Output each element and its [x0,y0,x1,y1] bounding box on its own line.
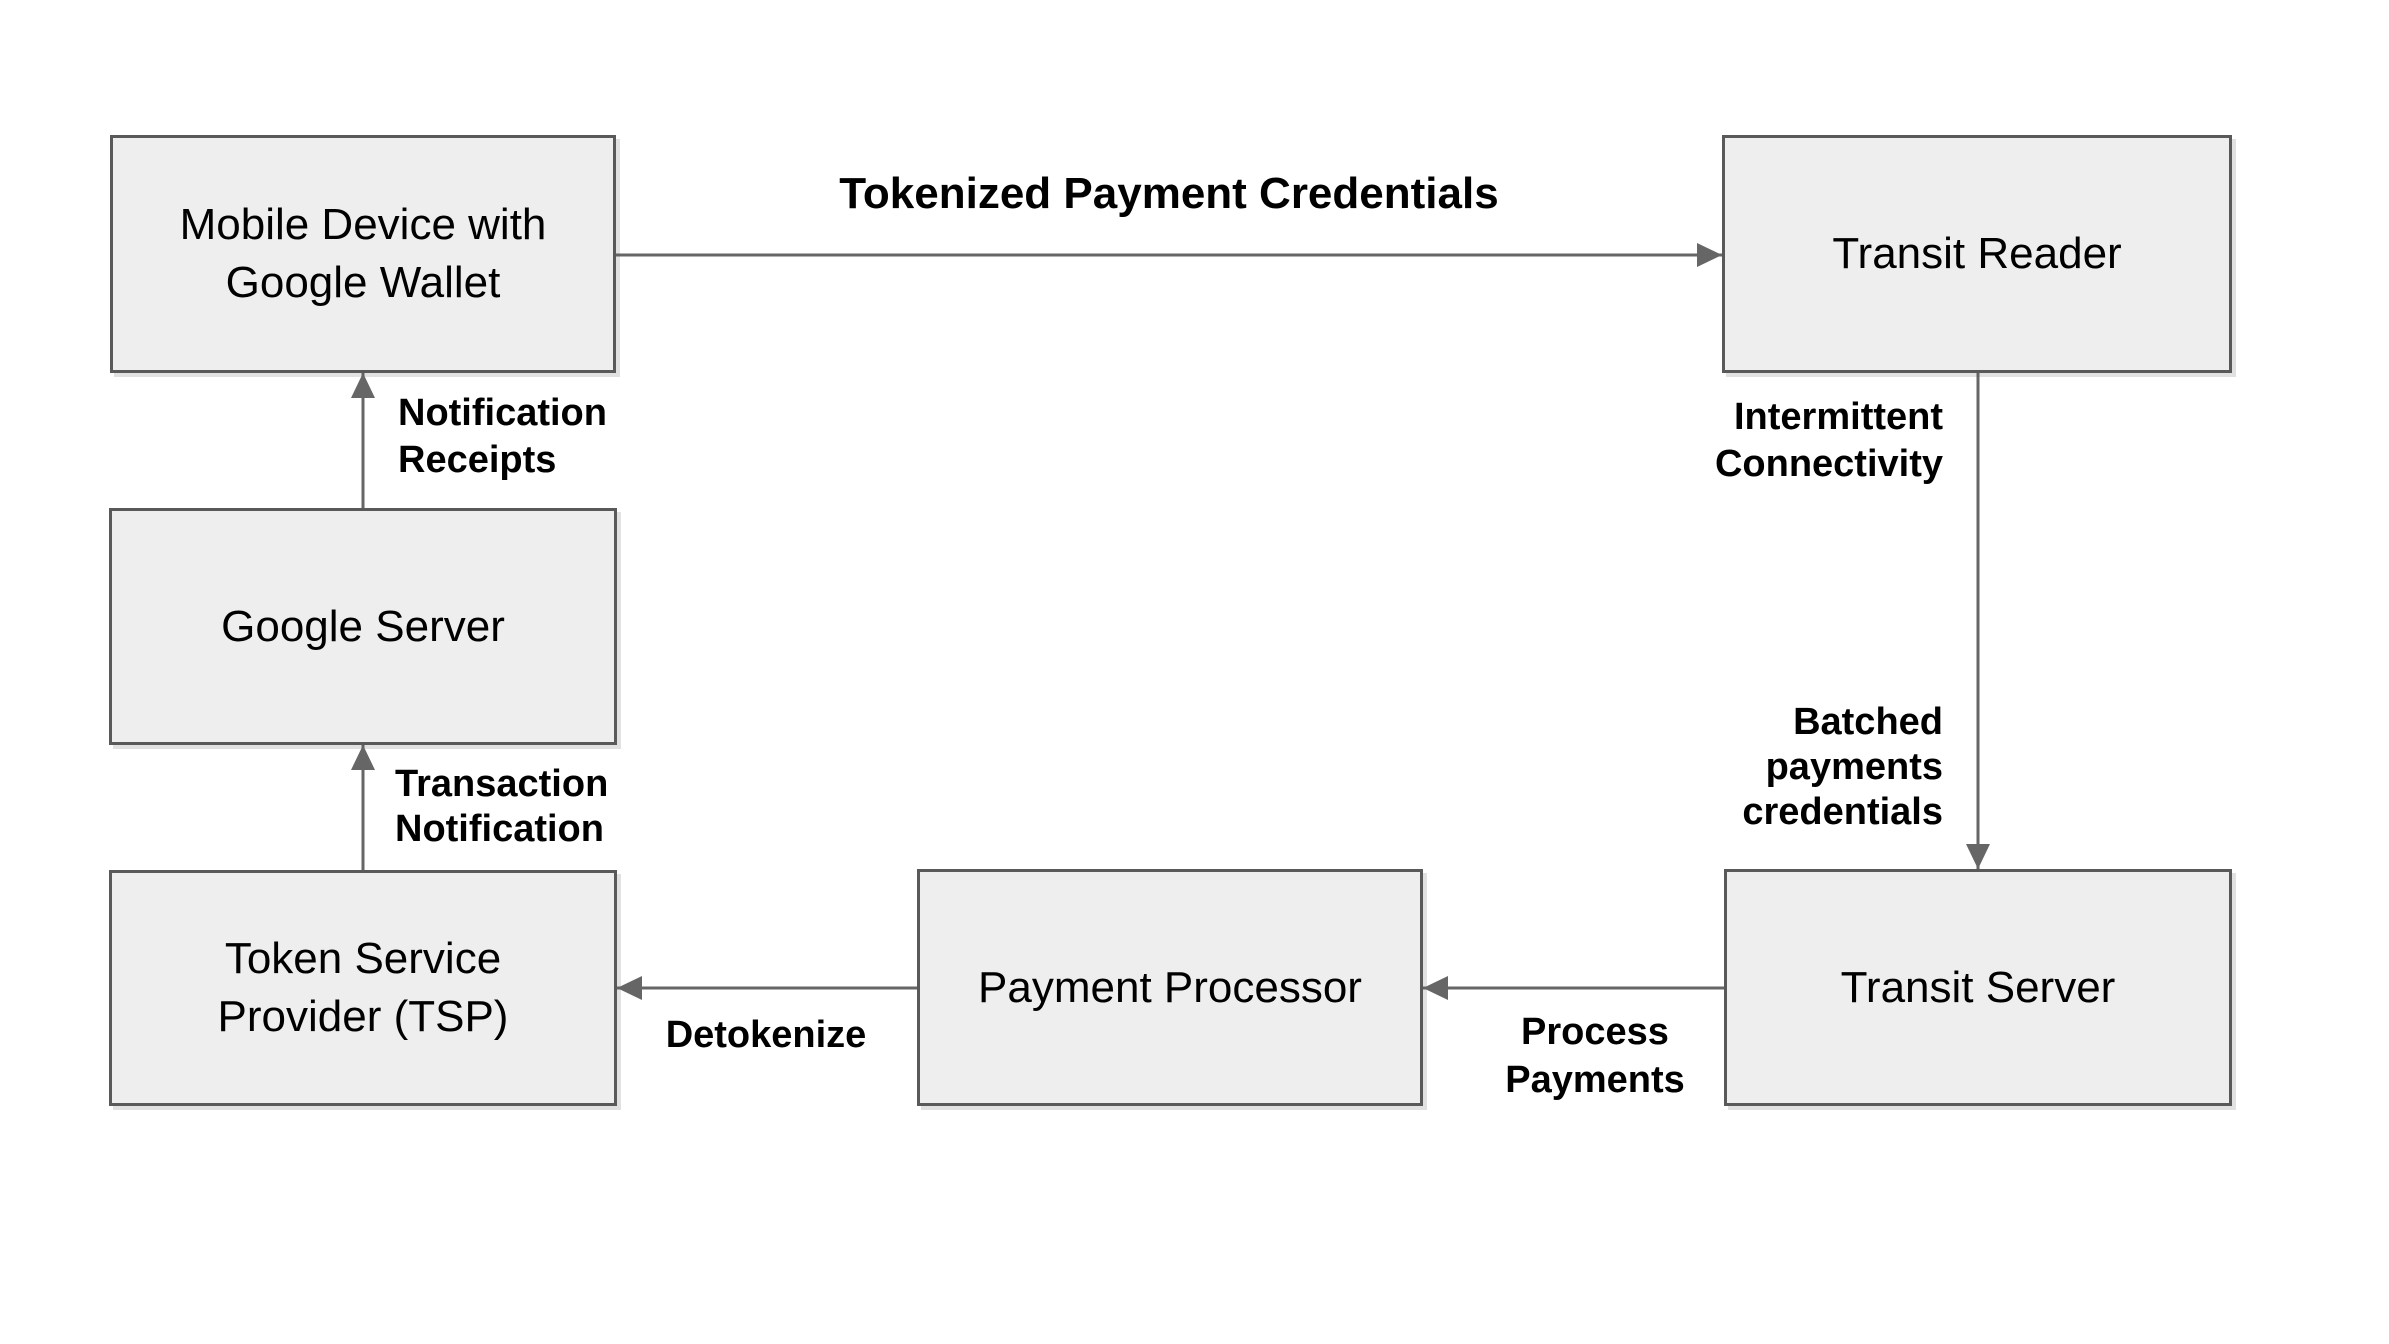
node-token-service-provider-label: Token Service Provider (TSP) [217,934,509,1041]
node-payment-processor-label: Payment Processor [978,962,1362,1012]
node-payment-processor: Payment Processor [917,869,1423,1106]
edge-label-process-payments: Process Payments [1505,1011,1685,1101]
edge-label-tokenized-credentials: Tokenized Payment Credentials [839,169,1499,218]
node-token-service-provider: Token Service Provider (TSP) [109,870,617,1106]
edge-label-detokenize: Detokenize [665,1014,867,1056]
node-transit-server: Transit Server [1724,869,2232,1106]
node-transit-reader-label: Transit Reader [1832,229,2122,278]
edge-label-transaction-notification: Transaction Notification [395,763,609,850]
node-mobile-device: Mobile Device with Google Wallet [110,135,616,373]
edge-label-notification-receipts: Notification Receipts [398,392,607,481]
node-mobile-device-label: Mobile Device with Google Wallet [179,200,547,307]
edge-label-intermittent-connectivity: Intermittent Connectivity [1714,396,1943,485]
edge-label-batched-payments-credentials: Batched payments credentials [1742,701,1943,833]
node-google-server-label: Google Server [221,601,505,651]
node-transit-server-label: Transit Server [1840,962,2116,1012]
node-transit-reader: Transit Reader [1722,135,2232,373]
node-google-server: Google Server [109,508,617,745]
